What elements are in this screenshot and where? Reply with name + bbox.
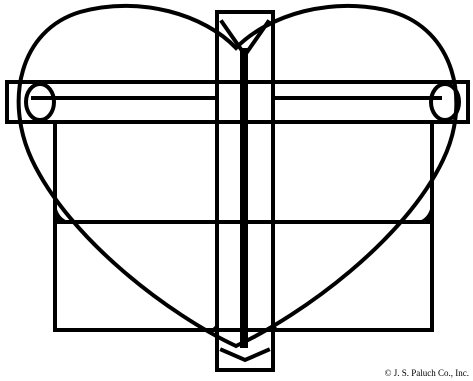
right-joint-fill (412, 195, 432, 222)
upright-bottom-chevron (222, 350, 268, 360)
center-stem (240, 48, 248, 348)
left-boss (26, 84, 54, 120)
copyright-notice: © J. S. Paluch Co., Inc. (385, 368, 469, 378)
crossbar (7, 82, 468, 122)
heart-outline (19, 6, 457, 346)
